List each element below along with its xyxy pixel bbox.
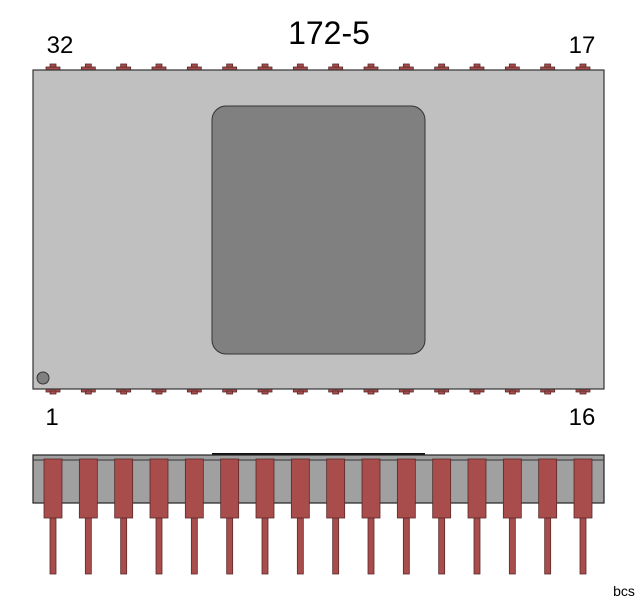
bottom-pin-nub-3 xyxy=(120,390,128,395)
side-pin-leg-5 xyxy=(190,517,198,575)
side-pin-leg-14 xyxy=(508,517,516,575)
bottom-pin-nub-1 xyxy=(49,390,57,395)
side-pin-leg-6 xyxy=(226,517,234,575)
side-pin-shoulder-13 xyxy=(467,458,487,519)
pin-label-32: 32 xyxy=(47,32,74,59)
bottom-pin-nub-8 xyxy=(296,390,304,395)
side-pin-leg-3 xyxy=(120,517,128,575)
chip-title: 172-5 xyxy=(288,15,370,51)
bottom-pin-nub-12 xyxy=(438,390,446,395)
side-pin-leg-15 xyxy=(544,517,552,575)
top-pin-nub-18 xyxy=(544,63,552,68)
top-pin-nub-30 xyxy=(120,63,128,68)
side-pin-leg-4 xyxy=(155,517,163,575)
top-pin-nub-20 xyxy=(473,63,481,68)
side-pin-shoulder-12 xyxy=(432,458,452,519)
pin-label-17: 17 xyxy=(569,32,596,59)
side-pin-shoulder-2 xyxy=(78,458,98,519)
side-pin-shoulder-10 xyxy=(361,458,381,519)
chip-window xyxy=(211,105,426,355)
side-pin-leg-16 xyxy=(579,517,587,575)
side-pin-leg-7 xyxy=(261,517,269,575)
top-pin-nub-22 xyxy=(402,63,410,68)
bottom-pin-nub-15 xyxy=(544,390,552,395)
side-view-pins xyxy=(43,458,593,575)
side-pin-shoulder-8 xyxy=(290,458,310,519)
pin-label-1: 1 xyxy=(45,404,58,431)
top-pin-nub-17 xyxy=(579,63,587,68)
side-pin-shoulder-6 xyxy=(220,458,240,519)
bottom-pin-nub-6 xyxy=(226,390,234,395)
top-view-pins xyxy=(45,63,591,395)
side-pin-shoulder-15 xyxy=(538,458,558,519)
top-pin-nub-32 xyxy=(49,63,57,68)
credit-text: bcs xyxy=(613,583,635,599)
side-pin-leg-9 xyxy=(332,517,340,575)
bottom-pin-nub-9 xyxy=(332,390,340,395)
bottom-pin-nub-4 xyxy=(155,390,163,395)
side-pin-leg-10 xyxy=(367,517,375,575)
side-pin-shoulder-16 xyxy=(573,458,593,519)
side-pin-shoulder-7 xyxy=(255,458,275,519)
top-pin-nub-23 xyxy=(367,63,375,68)
bottom-pin-nub-14 xyxy=(508,390,516,395)
bottom-pin-nub-16 xyxy=(579,390,587,395)
side-pin-leg-8 xyxy=(296,517,304,575)
side-pin-shoulder-5 xyxy=(184,458,204,519)
side-pin-leg-13 xyxy=(473,517,481,575)
side-pin-shoulder-11 xyxy=(396,458,416,519)
top-pin-nub-24 xyxy=(332,63,340,68)
side-pin-leg-2 xyxy=(84,517,92,575)
top-pin-nub-31 xyxy=(84,63,92,68)
top-pin-nub-26 xyxy=(261,63,269,68)
bottom-pin-nub-11 xyxy=(402,390,410,395)
bottom-pin-nub-13 xyxy=(473,390,481,395)
side-pin-shoulder-9 xyxy=(326,458,346,519)
bottom-pin-nub-2 xyxy=(84,390,92,395)
pin1-indicator-dot xyxy=(36,371,50,385)
side-pin-shoulder-3 xyxy=(114,458,134,519)
side-pin-shoulder-4 xyxy=(149,458,169,519)
top-pin-nub-21 xyxy=(438,63,446,68)
bottom-pin-nub-5 xyxy=(190,390,198,395)
side-pin-leg-11 xyxy=(402,517,410,575)
top-pin-nub-19 xyxy=(508,63,516,68)
side-pin-shoulder-14 xyxy=(502,458,522,519)
top-pin-nub-25 xyxy=(296,63,304,68)
bottom-pin-nub-7 xyxy=(261,390,269,395)
side-pin-shoulder-1 xyxy=(43,458,63,519)
side-pin-leg-1 xyxy=(49,517,57,575)
pin-label-16: 16 xyxy=(569,404,596,431)
top-pin-nub-28 xyxy=(190,63,198,68)
side-pin-leg-12 xyxy=(438,517,446,575)
top-pin-nub-27 xyxy=(226,63,234,68)
top-pin-nub-29 xyxy=(155,63,163,68)
bottom-pin-nub-10 xyxy=(367,390,375,395)
